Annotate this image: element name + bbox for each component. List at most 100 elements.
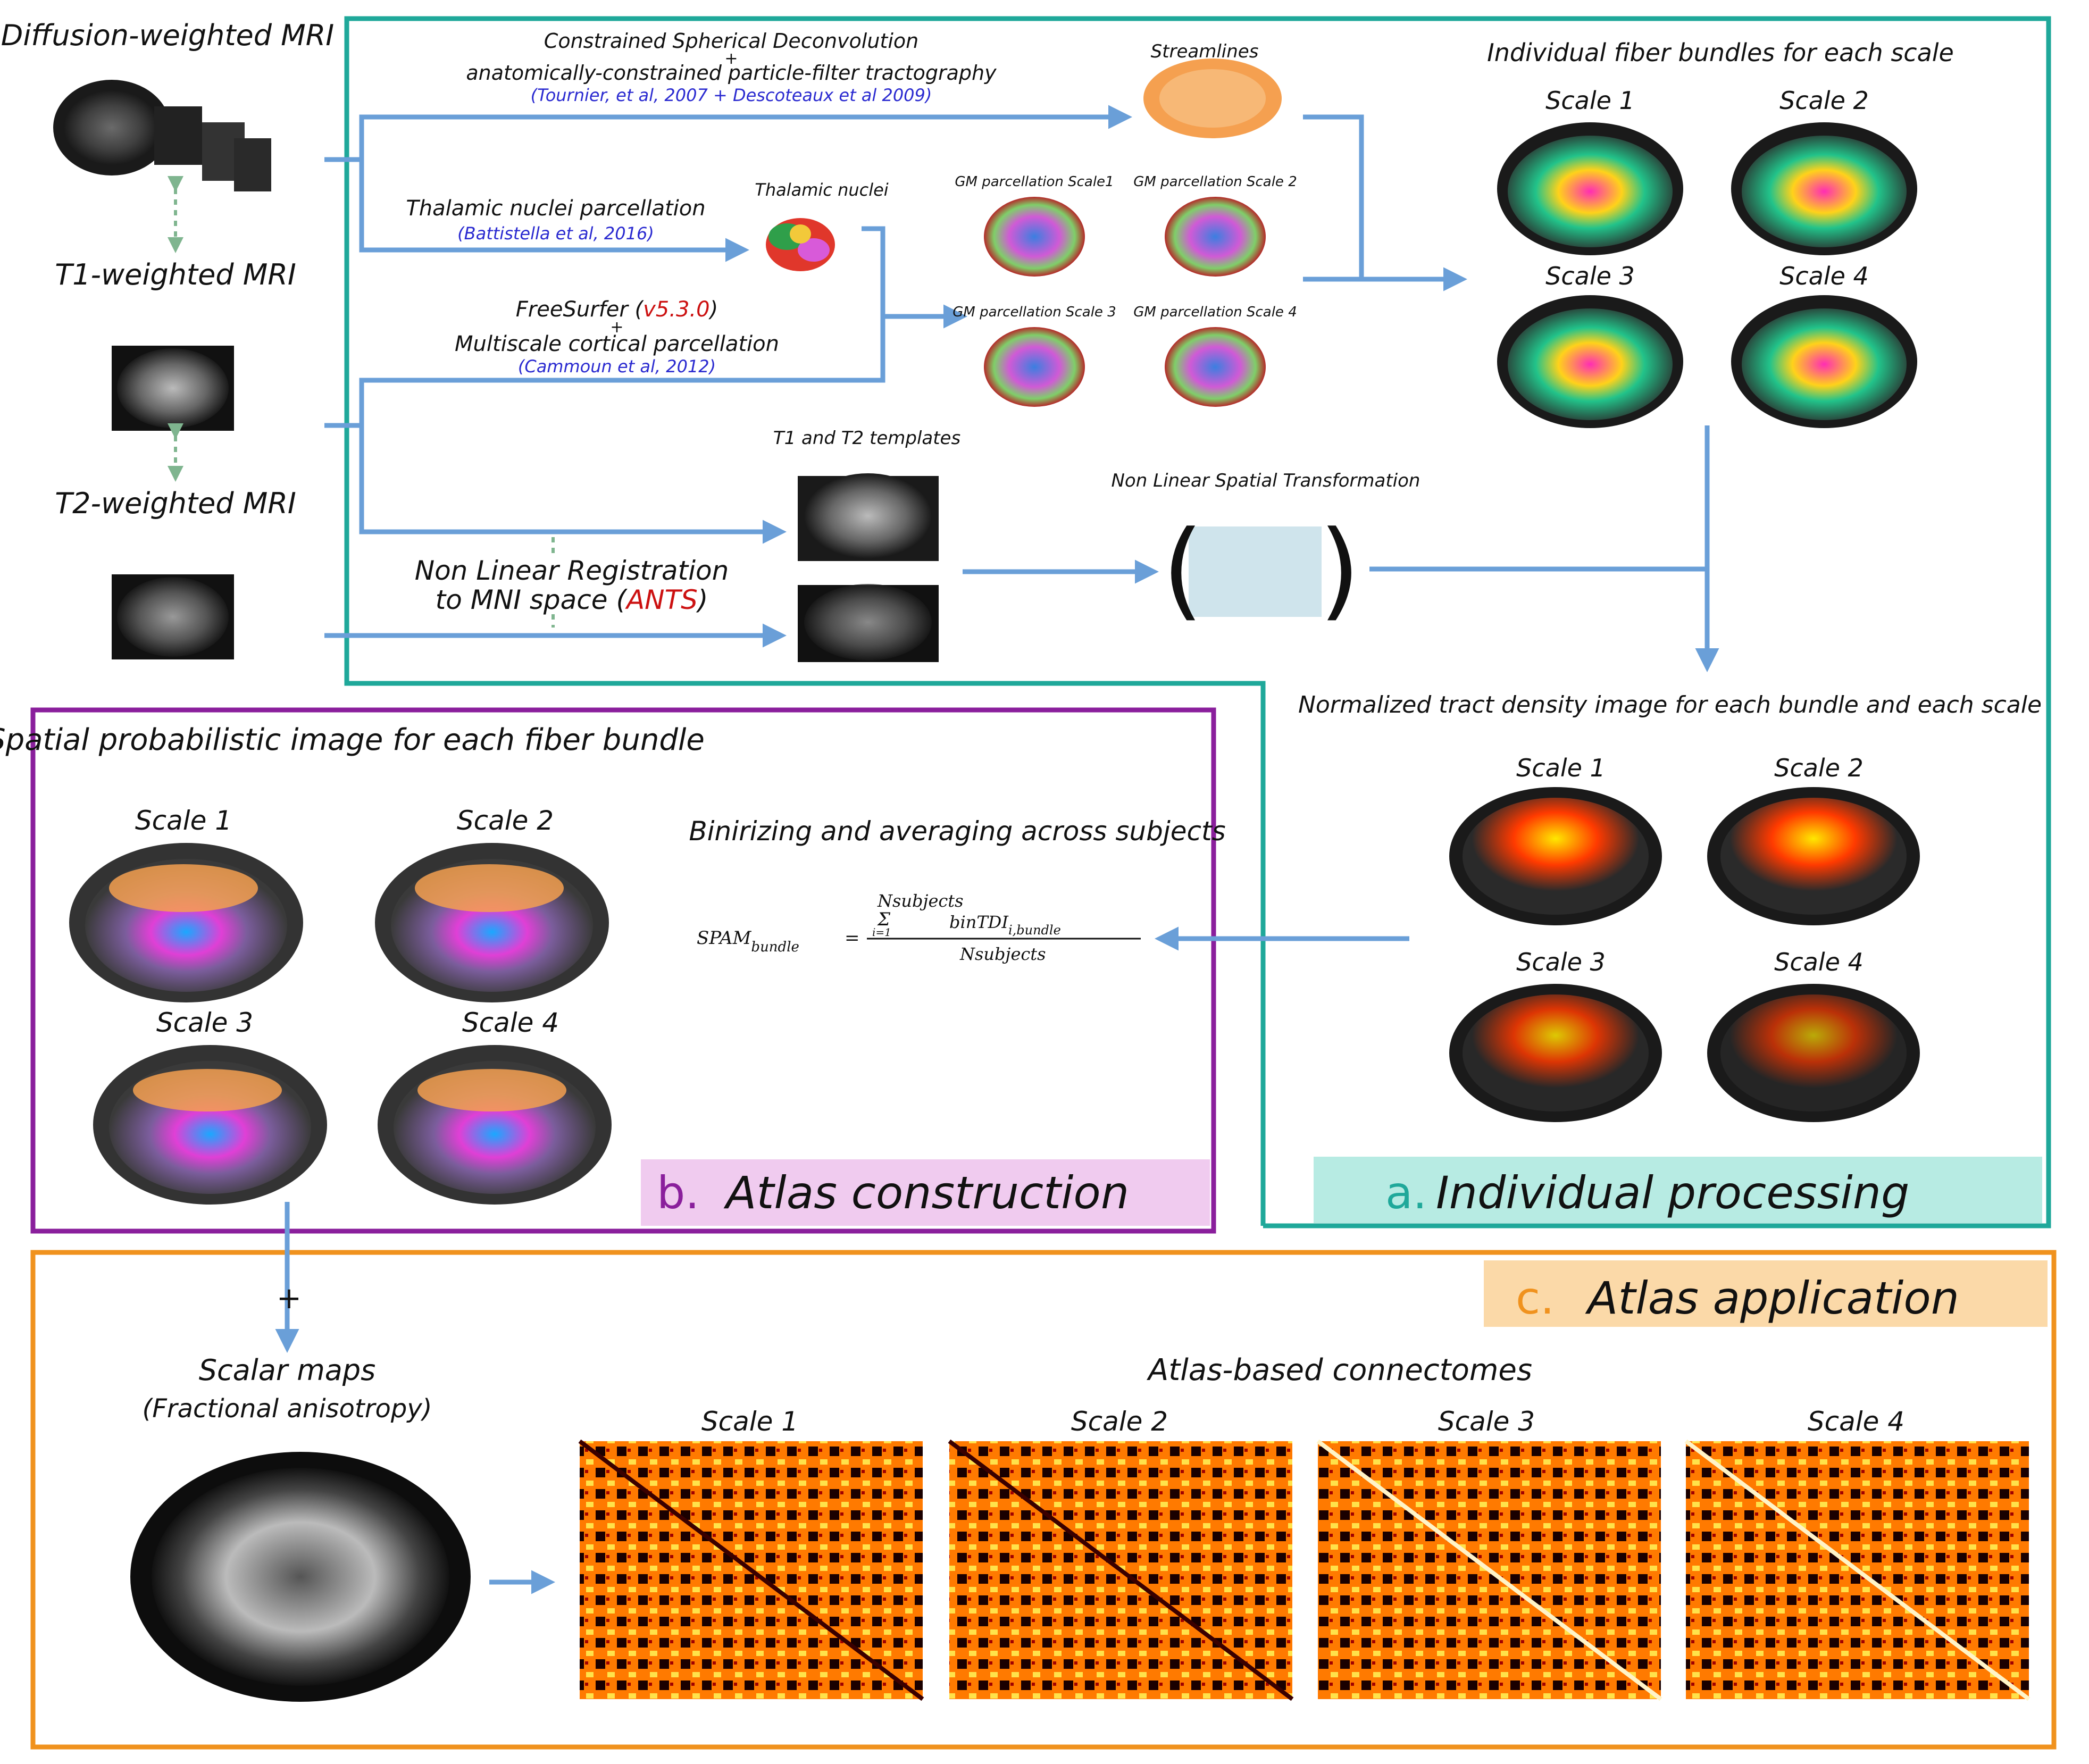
connectome-matrix-4 bbox=[1684, 1439, 2030, 1701]
panel-b-letter: b. bbox=[657, 1167, 699, 1219]
fiber-bundles-title: Individual fiber bundles for each scale bbox=[1487, 38, 1954, 67]
fa-map-image bbox=[130, 1452, 471, 1702]
t1-image bbox=[112, 346, 234, 431]
panel-c-letter: c. bbox=[1516, 1272, 1555, 1324]
fs-name: FreeSurfer ( bbox=[516, 297, 645, 322]
formula-lhs: SPAMbundle bbox=[697, 927, 799, 955]
dwi-thal-flow bbox=[324, 157, 749, 262]
tdi-image-4 bbox=[1707, 984, 1920, 1122]
spam-image-2 bbox=[375, 843, 609, 1002]
registration-prefix: to MNI space ( bbox=[436, 584, 628, 615]
thal-nuclei-label: Thalamic nuclei bbox=[755, 180, 889, 200]
gm-label-2: GM parcellation Scale 2 bbox=[1133, 174, 1297, 190]
fs-plus: + bbox=[610, 318, 623, 337]
multiscale-cite: (Cammoun et al, 2012) bbox=[518, 356, 716, 377]
panel-a-title: Individual processing bbox=[1436, 1167, 1909, 1219]
bundle-image-2 bbox=[1731, 122, 1917, 255]
bundle-scale-1-label: Scale 1 bbox=[1545, 86, 1635, 115]
fs-label: FreeSurfer (v5.3.0) bbox=[516, 297, 718, 322]
panel-c-label-box bbox=[1484, 1260, 2048, 1327]
transform-bracket-left: ( bbox=[1162, 508, 1204, 632]
bundle-scale-2-label: Scale 2 bbox=[1779, 86, 1869, 115]
spam-title: Spatial probabilistic image for each fib… bbox=[0, 723, 705, 757]
dwi-image bbox=[53, 80, 271, 191]
panel-b-title: Atlas construction bbox=[723, 1167, 1129, 1219]
connectome-matrix-2 bbox=[948, 1439, 1294, 1701]
formula-upper: Nsubjects bbox=[877, 891, 964, 911]
t1-label: T1-weighted MRI bbox=[55, 258, 296, 291]
gm-image-1 bbox=[984, 197, 1085, 277]
spam-scale-3-label: Scale 3 bbox=[156, 1007, 253, 1038]
formula-index: i=1 bbox=[872, 926, 891, 939]
tdi-scale-4-label: Scale 4 bbox=[1774, 948, 1864, 976]
multiscale-label: Multiscale cortical parcellation bbox=[455, 332, 779, 356]
streamlines-label: Streamlines bbox=[1151, 41, 1259, 62]
spam-formula: SPAMbundle = Nsubjects Σ i=1 binTDIi,bun… bbox=[697, 891, 1141, 964]
gm-label-3: GM parcellation Scale 3 bbox=[952, 304, 1116, 320]
bundle-image-1 bbox=[1497, 122, 1683, 255]
registration-close: ) bbox=[696, 584, 708, 615]
connectome-matrix-3 bbox=[1316, 1439, 1662, 1701]
gm-image-2 bbox=[1165, 197, 1266, 277]
formula-term-sub: i,bundle bbox=[1008, 923, 1061, 938]
transform-image: ( ) bbox=[1162, 508, 1360, 632]
streamlines-image bbox=[1143, 58, 1282, 138]
fs-version: v5.3.0 bbox=[643, 297, 709, 322]
t2-label: T2-weighted MRI bbox=[55, 487, 296, 520]
tdi-scale-1-label: Scale 1 bbox=[1516, 754, 1606, 782]
t1-template-image bbox=[798, 473, 939, 561]
connectome-scale-3-label: Scale 3 bbox=[1438, 1406, 1535, 1437]
gm-label-4: GM parcellation Scale 4 bbox=[1133, 304, 1297, 320]
csd-cite: (Tournier, et al, 2007 + Descoteaux et a… bbox=[531, 85, 932, 105]
panel-b-label-box bbox=[641, 1159, 1210, 1226]
bundle-scale-3-label: Scale 3 bbox=[1545, 262, 1635, 290]
spam-image-1 bbox=[69, 843, 303, 1002]
formula-equals: = bbox=[845, 927, 860, 949]
tdi-scale-2-label: Scale 2 bbox=[1774, 754, 1864, 782]
thal-label: Thalamic nuclei parcellation bbox=[406, 196, 705, 221]
binarize-text: Binirizing and averaging across subjects bbox=[689, 816, 1225, 847]
thal-nuclei-image bbox=[766, 218, 835, 271]
spam-scale-4-label: Scale 4 bbox=[462, 1007, 559, 1038]
csd-plus: + bbox=[724, 49, 738, 68]
gm-image-4 bbox=[1165, 327, 1266, 407]
panel-c-frame bbox=[30, 1250, 2057, 1750]
spam-image-3 bbox=[93, 1045, 327, 1205]
tdi-scale-3-label: Scale 3 bbox=[1516, 948, 1606, 976]
formula-denominator: Nsubjects bbox=[959, 944, 1046, 964]
gm-image-3 bbox=[984, 327, 1085, 407]
dwi-flow bbox=[324, 105, 1132, 162]
tdi-image-3 bbox=[1449, 984, 1662, 1122]
panel-a-label-box bbox=[1314, 1157, 2042, 1223]
t1-templates-flow bbox=[324, 423, 787, 544]
scalar-maps-label: Scalar maps bbox=[199, 1353, 376, 1387]
templates-label: T1 and T2 templates bbox=[773, 428, 960, 449]
registration-line1: Non Linear Registration bbox=[415, 555, 729, 586]
dwi-label-text: Diffusion-weighted MRI bbox=[1, 19, 334, 52]
gm-label-1: GM parcellation Scale1 bbox=[955, 174, 1114, 190]
connectome-matrix-1 bbox=[578, 1439, 924, 1701]
dwi-label: Diffusion-weighted MRI bbox=[1, 19, 334, 52]
transform-bracket-right: ) bbox=[1319, 508, 1360, 632]
thal-to-gm-flow bbox=[862, 226, 967, 329]
panel-a-letter: a. bbox=[1385, 1167, 1427, 1219]
connectome-scale-2-label: Scale 2 bbox=[1071, 1406, 1168, 1437]
binarize-line: Binirizing and averaging across subjects bbox=[689, 816, 1225, 847]
panel-a-bottom-edge bbox=[344, 19, 1266, 1226]
bundle-image-4 bbox=[1731, 295, 1917, 428]
bundle-scale-4-label: Scale 4 bbox=[1779, 262, 1869, 290]
registration-line2: to MNI space (ANTS) bbox=[436, 584, 708, 615]
panel-b-frame bbox=[30, 707, 1216, 1234]
registration-tool: ANTS bbox=[625, 584, 698, 615]
spam-scale-1-label: Scale 1 bbox=[135, 805, 232, 836]
tdi-image-2 bbox=[1707, 787, 1920, 925]
bundle-image-3 bbox=[1497, 295, 1683, 428]
t2-image bbox=[112, 574, 234, 659]
csd-line1: Constrained Spherical Deconvolution bbox=[544, 29, 918, 53]
fs-close: ) bbox=[708, 297, 718, 322]
plus-sign: + bbox=[277, 1281, 302, 1316]
connectomes-title: Atlas-based connectomes bbox=[1147, 1353, 1532, 1387]
spam-image-4 bbox=[378, 1045, 612, 1205]
scalar-maps-sub: (Fractional anisotropy) bbox=[143, 1394, 432, 1424]
